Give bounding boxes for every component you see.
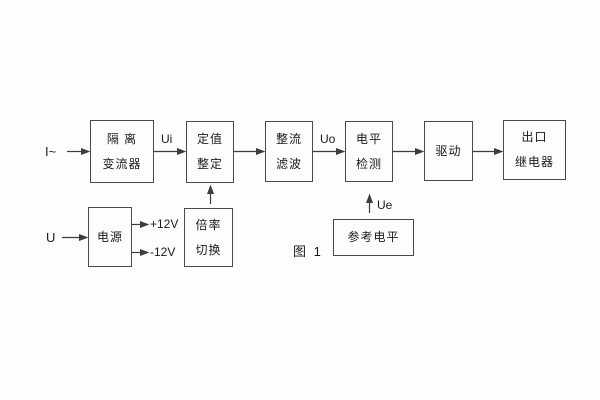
- block-label: 整定: [196, 157, 223, 171]
- block-isolation-transformer: 隔 离 变流器: [90, 120, 154, 183]
- figure-caption: 图 1: [293, 244, 323, 259]
- signal-ui-label: Ui: [161, 132, 173, 146]
- input-current-label: I~: [45, 144, 57, 159]
- block-label: 电平: [355, 131, 382, 146]
- block-label: 驱动: [435, 143, 462, 158]
- block-label: 定值: [196, 132, 223, 146]
- block-label: 出口: [521, 130, 548, 144]
- block-output-relay: 出口 继电器: [503, 120, 566, 180]
- block-label: 倍率: [195, 217, 222, 232]
- minus-12v-label: -12V: [150, 245, 176, 259]
- block-label: 继电器: [514, 155, 554, 169]
- block-ratio-switch: 倍率 切换: [184, 208, 233, 267]
- signal-ue-label: Ue: [377, 198, 393, 212]
- block-reference-level: 参考电平: [333, 219, 414, 256]
- plus-12v-label: +12V: [150, 217, 179, 231]
- block-label: 变流器: [102, 156, 142, 171]
- block-label: 参考电平: [347, 230, 400, 244]
- block-level-detection: 电平 检测: [345, 121, 393, 182]
- block-label: 滤波: [275, 156, 302, 171]
- block-label: 隔 离: [106, 131, 138, 146]
- block-value-setting: 定值 整定: [186, 121, 234, 183]
- block-rectifier-filter: 整流 滤波: [265, 121, 313, 182]
- input-voltage-label: U: [46, 230, 56, 245]
- block-label: 电源: [96, 229, 123, 244]
- block-power-supply: 电源: [88, 207, 132, 267]
- block-label: 切换: [195, 242, 222, 257]
- block-label: 检测: [355, 156, 382, 171]
- block-label: 整流: [275, 131, 302, 146]
- block-driver: 驱动: [424, 121, 473, 181]
- signal-uo-label: Uo: [320, 132, 336, 146]
